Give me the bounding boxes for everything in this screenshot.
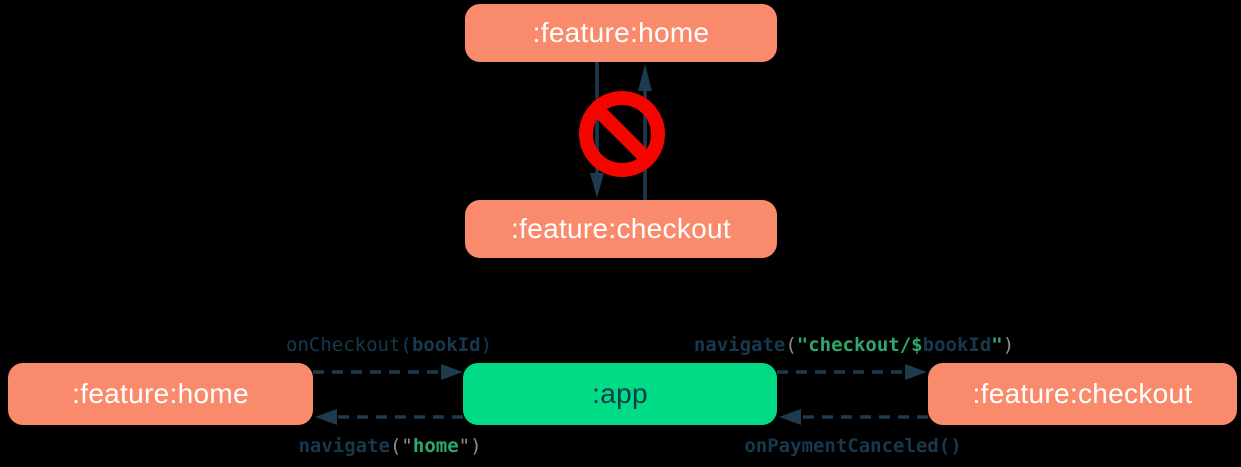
dependency-arrow-checkout-to-home [638, 64, 652, 200]
code-token: ) [1002, 334, 1015, 356]
app-node: :app [463, 363, 777, 425]
code-token: " [991, 334, 1003, 356]
bottom-feature-checkout-node: :feature:checkout [928, 363, 1237, 425]
edge-label-navigate-checkout: navigate("checkout/$bookId") [694, 334, 1014, 356]
bottom-feature-home-label: :feature:home [72, 378, 249, 409]
code-token: ) [480, 334, 492, 356]
code-token: home [412, 435, 459, 457]
no-entry-icon [579, 91, 665, 177]
code-token: onPaymentCanceled() [744, 435, 962, 457]
navigate-arrow-app-to-home [315, 409, 463, 425]
code-token: (" [389, 435, 413, 457]
code-token: bookId [411, 334, 481, 356]
top-feature-checkout-label: :feature:checkout [511, 213, 731, 244]
event-arrow-checkout-to-app [779, 409, 928, 425]
edge-label-oncheckout: onCheckout(bookId) [286, 334, 492, 356]
edge-label-navigate-home: navigate("home") [298, 435, 481, 457]
top-feature-checkout-node: :feature:checkout [465, 200, 777, 258]
dependency-arrow-home-to-checkout [590, 62, 604, 198]
code-token: "checkout/$ [796, 334, 923, 356]
edge-label-onpaymentcanceled: onPaymentCanceled() [744, 435, 961, 457]
navigate-arrow-app-to-checkout [777, 364, 927, 380]
top-feature-home-node: :feature:home [465, 4, 777, 62]
app-node-label: :app [592, 378, 648, 409]
bottom-feature-home-node: :feature:home [8, 363, 313, 425]
code-token: navigate [693, 334, 786, 356]
code-token: navigate [298, 435, 390, 457]
top-feature-home-label: :feature:home [532, 17, 710, 48]
code-token: bookId [922, 334, 992, 356]
bottom-feature-checkout-label: :feature:checkout [972, 378, 1193, 409]
event-arrow-home-to-app [313, 364, 463, 380]
code-token: ( [785, 334, 797, 356]
code-token: ") [458, 435, 482, 457]
code-token: onCheckout( [286, 334, 412, 356]
